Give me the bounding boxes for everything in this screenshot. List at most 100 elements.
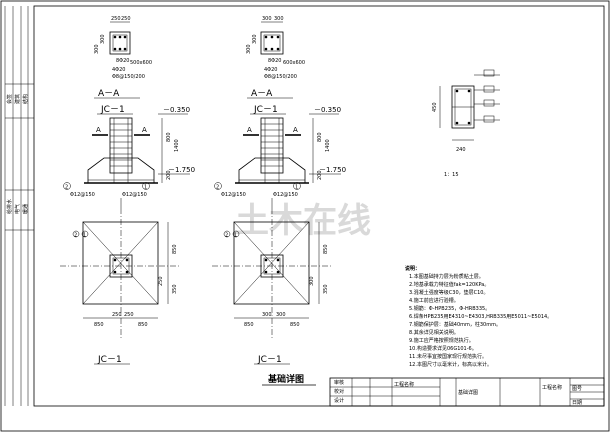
stirrup-text: Φ8@150/200 bbox=[264, 74, 297, 80]
dim-text: 300 bbox=[252, 34, 258, 44]
beam-section: 450 240 1：15 bbox=[432, 69, 500, 178]
note-line: 11.未尽事宜按国家现行规范执行。 bbox=[409, 353, 487, 360]
tb-label: 审核 bbox=[334, 379, 344, 386]
circle-marker: 2 bbox=[74, 233, 77, 239]
note-line: 2.地基承载力特征值fak=120KPa。 bbox=[409, 281, 489, 288]
dim-text: 250 bbox=[112, 312, 122, 318]
dim-text: 850 bbox=[94, 322, 104, 328]
section-mark: A bbox=[96, 126, 101, 134]
dim-text: 240 bbox=[456, 147, 466, 153]
note-line: 3.混凝土强度等级C30，垫层C10。 bbox=[409, 289, 488, 296]
rebar-text: 4Φ20 bbox=[264, 67, 277, 73]
tb-label: 日期 bbox=[572, 400, 582, 406]
dim-text: 350 bbox=[172, 284, 178, 294]
circle-marker: 2 bbox=[65, 185, 68, 191]
circle-marker: 1 bbox=[234, 233, 237, 239]
rebar-text: 4Φ20 bbox=[112, 67, 125, 73]
jc-title: JC－1 bbox=[257, 355, 282, 365]
dim-text: 850 bbox=[172, 244, 178, 254]
note-line: 7.钢筋保护层：基础40mm，柱30mm。 bbox=[409, 321, 501, 328]
dim-text: 850 bbox=[290, 322, 300, 328]
rebar-text: Φ12@150 bbox=[70, 192, 95, 198]
dim-text: 350 bbox=[323, 284, 329, 294]
dim-text: 200 bbox=[317, 170, 323, 180]
sidebar-label: 结构 bbox=[22, 94, 29, 104]
dim-text: 200 bbox=[166, 170, 172, 180]
circle-marker: 2 bbox=[225, 233, 228, 239]
sidebar-label: 会签 bbox=[6, 94, 13, 104]
dim-text: 300 bbox=[262, 312, 272, 318]
tb-drawing-name: 基础详图 bbox=[458, 389, 478, 396]
stirrup-text: Φ8@150/200 bbox=[112, 74, 145, 80]
tb-label: 图号 bbox=[572, 386, 582, 392]
elevation-right: A－A JC－1 A A －0.350 －1.750 800 1400 200 … bbox=[214, 89, 346, 208]
sidebar-label: 给排水 bbox=[6, 199, 13, 214]
note-line: 12.本图尺寸以毫米计，标高以米计。 bbox=[409, 361, 492, 368]
dim-text: 800 bbox=[166, 132, 172, 142]
section-mark: A bbox=[247, 126, 252, 134]
note-line: 6.焊条HPB235用E4310~E4303,HRB335用E5011~E501… bbox=[409, 313, 552, 320]
scale-text: 1：15 bbox=[444, 172, 459, 178]
left-sidebar: 会签 建筑 结构 给排水 电气 暖通 bbox=[4, 6, 34, 406]
elevation-text: －1.750 bbox=[168, 166, 195, 174]
circle-marker: 1 bbox=[83, 233, 86, 239]
elevation-text: －0.350 bbox=[314, 106, 341, 114]
tb-label: 工程名称 bbox=[542, 384, 562, 391]
dim-text: 800 bbox=[317, 132, 323, 142]
note-line: 5.钢筋：Φ-HPB235，Φ-HRB335。 bbox=[409, 305, 490, 312]
section-title: A－A bbox=[251, 89, 273, 99]
sidebar-label: 建筑 bbox=[14, 94, 21, 104]
note-line: 9.施工应严格按照规范执行。 bbox=[409, 337, 474, 344]
rebar-text: Φ12@150 bbox=[273, 192, 298, 198]
tb-label: 工程名称 bbox=[394, 381, 414, 388]
jc-title: JC－1 bbox=[97, 355, 122, 365]
title-block: 审核 校对 设计 工程名称 基础详图 工程名称 图号 日期 bbox=[329, 377, 605, 407]
dim-text: 250 bbox=[124, 312, 134, 318]
section-title: A－A bbox=[98, 89, 120, 99]
dim-text: 850 bbox=[323, 244, 329, 254]
dim-text: 300 bbox=[100, 34, 106, 44]
tb-label: 校对 bbox=[334, 388, 344, 395]
column-section-right: 300 300 300 300 8Φ20 600x600 4Φ20 Φ8@150… bbox=[246, 16, 305, 80]
dim-text: 300 bbox=[246, 44, 252, 54]
note-line: 8.其余详见相关说明。 bbox=[409, 329, 459, 336]
plan-right: 2 1 850 300 350 300 300 850 850 JC－1 bbox=[212, 208, 332, 365]
dim-text: 1400 bbox=[174, 139, 180, 152]
column-section-left: 250 250 300 300 8Φ20 500x600 4Φ20 Φ8@150… bbox=[94, 16, 152, 80]
dim-text: 300 bbox=[309, 276, 315, 286]
note-line: 4.施工前应进行验槽。 bbox=[409, 297, 459, 304]
rebar-text: Φ12@150 bbox=[122, 192, 147, 198]
plan-left: 2 1 850 250 350 250 250 850 850 JC－1 bbox=[60, 208, 180, 365]
dim-text: 250 bbox=[158, 276, 164, 286]
watermark-text: 土木在线 bbox=[235, 201, 371, 241]
rebar-text: Φ12@150 bbox=[221, 192, 246, 198]
note-line: 1.本图基础持力层为粉质粘土层。 bbox=[409, 273, 484, 280]
dim-text: 850 bbox=[244, 322, 254, 328]
elevation-text: －0.350 bbox=[163, 106, 190, 114]
dim-text: 1400 bbox=[325, 139, 331, 152]
sidebar-label: 电气 bbox=[14, 204, 21, 214]
circle-marker: 1 bbox=[144, 185, 147, 191]
elevation-text: －1.750 bbox=[319, 166, 346, 174]
dim-text: 250 bbox=[121, 16, 131, 22]
rebar-text: 8Φ20 bbox=[116, 58, 129, 64]
dim-text: 300 bbox=[274, 16, 284, 22]
dim-text: 300 bbox=[94, 44, 100, 54]
notes-title: 说明： bbox=[405, 265, 420, 272]
jc-title: JC－1 bbox=[253, 105, 278, 115]
section-mark: A bbox=[142, 126, 147, 134]
jc-title: JC－1 bbox=[100, 105, 125, 115]
inner-frame bbox=[33, 5, 605, 407]
size-text: 500x600 bbox=[130, 60, 152, 66]
drawing-title: 基础详图 bbox=[267, 373, 304, 385]
sidebar-label: 暖通 bbox=[22, 204, 29, 214]
tb-label: 设计 bbox=[334, 397, 344, 404]
dim-text: 300 bbox=[262, 16, 272, 22]
section-mark: A bbox=[293, 126, 298, 134]
notes-block: 说明： 1.本图基础持力层为粉质粘土层。 2.地基承载力特征值fak=120KP… bbox=[405, 265, 552, 368]
rebar-text: 8Φ20 bbox=[268, 58, 281, 64]
dim-text: 300 bbox=[276, 312, 286, 318]
